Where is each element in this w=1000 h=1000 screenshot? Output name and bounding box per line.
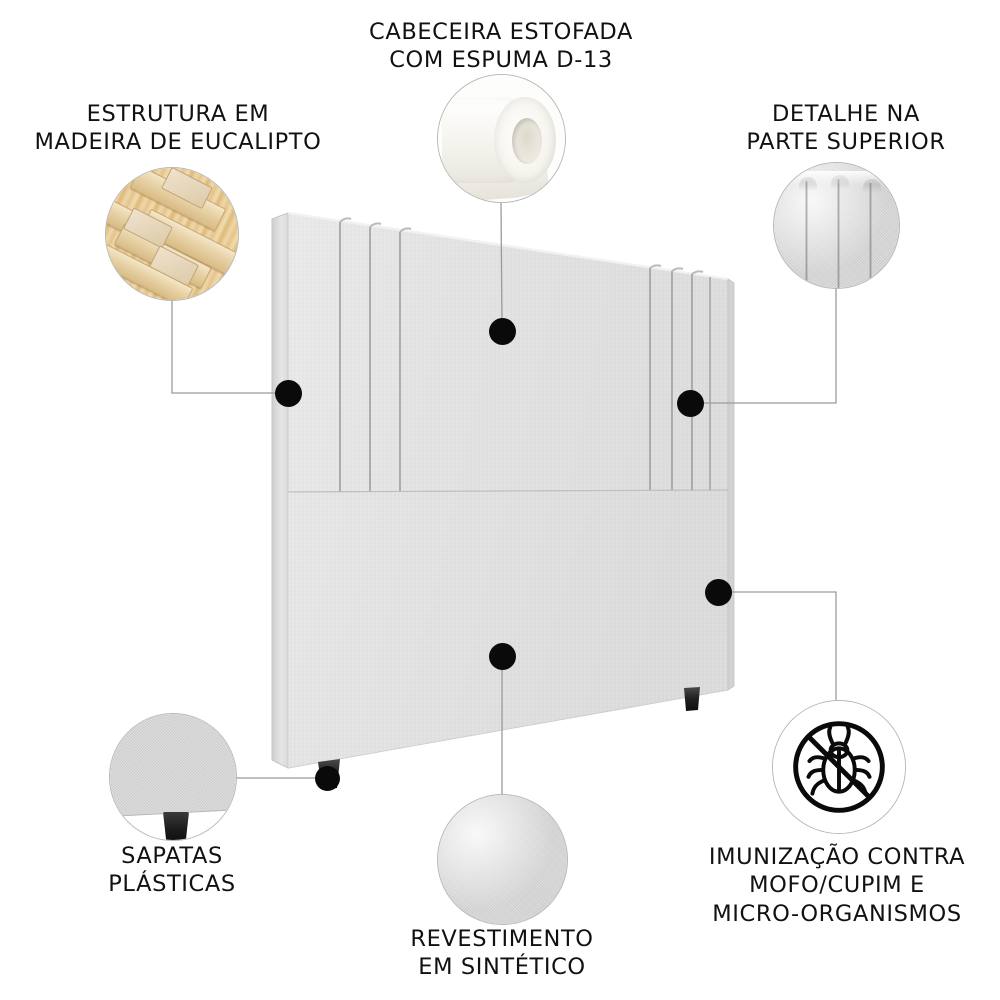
callout-label-imunizacao: IMUNIZAÇÃO CONTRA MOFO/CUPIM E MICRO-ORG… — [708, 844, 966, 927]
fabric-swatch-icon — [437, 794, 568, 925]
panel-grooves-icon — [773, 162, 900, 289]
plastic-foot-icon — [109, 713, 237, 841]
dot-espuma[interactable] — [488, 317, 516, 345]
callout-label-sapatas: SAPATAS PLÁSTICAS — [108, 843, 236, 898]
dot-sapatas[interactable] — [314, 765, 340, 791]
connector-espuma — [500, 202, 503, 332]
headboard-top-highlight — [287, 211, 729, 281]
dot-imunizacao[interactable] — [704, 578, 732, 606]
no-bug-icon — [772, 700, 906, 834]
callout-label-revestimento: REVESTIMENTO EM SINTÉTICO — [410, 926, 594, 981]
connector-estrutura — [171, 300, 289, 394]
plastic-foot-right — [684, 687, 700, 711]
callout-label-estrutura: ESTRUTURA EM MADEIRA DE EUCALIPTO — [34, 101, 322, 156]
callout-label-detalhe-superior: DETALHE NA PARTE SUPERIOR — [746, 101, 946, 156]
dot-revestimento[interactable] — [488, 642, 516, 670]
headboard-right-grooves — [649, 264, 711, 491]
dot-estrutura[interactable] — [274, 379, 302, 407]
dot-detalhe-superior[interactable] — [676, 389, 704, 417]
headboard-lower-texture — [288, 490, 728, 768]
headboard-left-grooves — [339, 217, 412, 492]
connector-detalhe — [689, 287, 837, 404]
connector-imunizacao — [717, 591, 837, 701]
callout-label-espuma: CABECEIRA ESTOFADA COM ESPUMA D-13 — [369, 19, 633, 74]
wood-planks-icon — [105, 167, 239, 301]
foam-roll-icon — [437, 74, 566, 203]
